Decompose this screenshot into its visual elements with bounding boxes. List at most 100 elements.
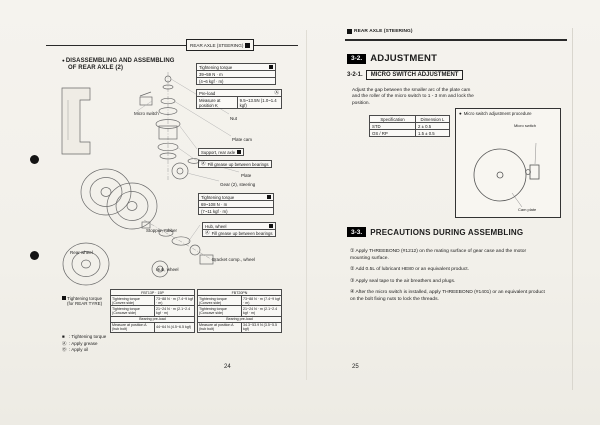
legend-text: : Tightening torque — [69, 334, 107, 339]
section-number-badge: 3-3. — [347, 227, 367, 237]
figure-title-text: Micro switch adjustment procedure — [463, 111, 532, 116]
torque-mid-value1: 69~108 N · m — [198, 200, 274, 208]
torque-mid-label: Tightening torque — [201, 194, 235, 200]
section-title: ADJUSTMENT — [370, 53, 438, 64]
chapter-marker-icon — [347, 29, 352, 34]
spec-table-fbt20pn: FBT20PN Tightening torque (Convex side) … — [197, 288, 282, 334]
support-label: Support, rear axle — [201, 149, 236, 155]
callout-rear-wheel: Rear wheel — [70, 250, 93, 255]
grease-label-2: Fill grease up between bearings — [211, 230, 273, 236]
spec-table-fbt13p: FBT13P · 15P Tightening torque (Convex s… — [110, 288, 195, 334]
diagram-parts — [61, 72, 217, 286]
tyre-note-line2: (for REAR TYRE) — [67, 301, 103, 307]
torque-top-value1: 39~59 N · m — [196, 70, 276, 78]
title-line1: DISASSEMBLING AND ASSEMBLING — [65, 58, 175, 64]
dimension-cell: 1.5 ± 0.5 — [415, 129, 450, 137]
legend-text: : Apply oil — [69, 347, 89, 353]
diagram-legend: ■ : Tightening torque Ⓐ: Apply grease Ⓞ: … — [62, 334, 106, 354]
apply-grease-icon: Ⓐ — [205, 229, 210, 235]
section-3-2-heading: 3-2. ADJUSTMENT — [347, 53, 437, 64]
bullet-icon: ● — [62, 58, 65, 63]
section-number-badge: 3-2. — [347, 53, 367, 64]
grease-callout-box-1: Ⓐ Fill grease up between bearings — [198, 160, 272, 168]
convex-label: Tightening torque (Convex side) — [110, 295, 155, 307]
preload-measure-label: Measure at position K — [196, 96, 238, 109]
callout-micro-switch: Micro switch — [134, 111, 159, 116]
hub-wheel-label: Hub, wheel — [205, 223, 227, 229]
adjustment-body-text: Adjust the gap between the smaller arc o… — [352, 88, 474, 106]
cam-plate-drawing — [473, 142, 540, 208]
preload-measure-value: 9.5~13.5N (1.0~1.4 kgf) — [236, 96, 283, 109]
tyre-torque-note: Tightening torque (for REAR TYRE) — [62, 296, 102, 307]
legend-text: : Apply grease — [69, 340, 98, 346]
callout-bracket-comp: Bracket comp., wheel — [212, 257, 256, 262]
concave-label: Tightening torque (Concave side) — [110, 305, 155, 317]
diagram-title: ●DISASSEMBLING AND ASSEMBLING OF REAR AX… — [62, 58, 175, 72]
page-number-right: 25 — [352, 364, 359, 370]
convex-value: 73~88 N · m (7.4~9 kgf · m) — [241, 295, 282, 307]
figure-label-micro-switch: Micro switch — [514, 123, 537, 128]
binder-hole — [30, 251, 39, 260]
left-header-rule — [46, 45, 298, 46]
tightening-torque-icon — [62, 296, 66, 300]
legend-item: Ⓐ: Apply grease — [62, 341, 106, 348]
preload-label: Pre-load — [199, 90, 216, 96]
callout-stopper-rubber: Stopper, rubber — [146, 228, 178, 233]
tightening-torque-icon: ■ — [62, 334, 65, 339]
figure-title: ● Micro switch adjustment procedure — [456, 109, 560, 116]
section-3-3-heading: 3-3. PRECAUTIONS DURING ASSEMBLING — [347, 227, 523, 237]
page-gutter — [306, 30, 307, 380]
torque-mid-value2: (7~11 kgf · m) — [198, 207, 274, 215]
torque-top-label: Tightening torque — [199, 64, 233, 70]
dimension-table-header: Specification — [369, 115, 416, 123]
left-header-label: REAR AXLE (STEERING) — [190, 42, 244, 48]
precaution-item: ② Add 0.5L of lubricant HE80 or an equiv… — [350, 267, 469, 273]
micro-switch-figure: ● Micro switch adjustment procedure Micr… — [455, 108, 561, 218]
tightening-torque-icon — [268, 224, 273, 228]
torque-table-mid: Tightening torque 69~108 N · m (7~11 kgf… — [198, 193, 274, 215]
concave-value: 21~24 N · m (2.1~2.4 kgf · m) — [241, 305, 282, 317]
apply-oil-icon: Ⓞ — [62, 347, 67, 353]
measure-value: 34.3~53.9 N (3.5~5.5 kgf) — [241, 321, 282, 334]
concave-label: Tightening torque (Concave side) — [197, 305, 242, 317]
tightening-torque-icon — [237, 150, 242, 154]
grease-label-1: Fill grease up between bearings — [207, 161, 269, 167]
precaution-item: ① Apply THREEBOND (#1212) on the mating … — [350, 249, 527, 261]
measure-label: Measure at position A (hub bolt) — [110, 321, 155, 334]
dimension-cell: 2 ± 0.5 — [415, 122, 450, 130]
preload-table: Pre-load Ⓐ Measure at position K 9.5~13.… — [196, 89, 283, 109]
apply-grease-icon: Ⓐ — [62, 340, 67, 346]
torque-top-value2: (4~6 kgf · m) — [196, 77, 276, 85]
legend-item: ■ : Tightening torque — [62, 334, 106, 341]
callout-plate: Plate — [241, 173, 252, 178]
measure-label: Measure at position A (hub bolt) — [197, 321, 242, 334]
page-number-left: 24 — [224, 364, 231, 370]
figure-label-cam-plate: Cam plate — [518, 207, 537, 212]
convex-label: Tightening torque (Convex side) — [197, 295, 242, 307]
precaution-item: ③ Apply seal tape to the air breathers a… — [350, 278, 456, 284]
measure-value: 44~64 N (4.5~6.5 kgf) — [154, 321, 195, 334]
dimension-cell: STD — [369, 122, 416, 130]
dimension-table-header: Dimension L — [415, 115, 450, 123]
tightening-torque-icon — [269, 65, 273, 69]
support-callout-box: Support, rear axle — [197, 148, 245, 156]
tyre-note-line1: Tightening torque — [67, 296, 103, 301]
bullet-icon: ● — [459, 111, 462, 116]
callout-nut: Nut — [230, 116, 238, 121]
dimension-cell: OS / RP — [369, 129, 416, 137]
apply-grease-icon: Ⓐ — [201, 160, 206, 166]
convex-value: 73~88 N · m (7.4~9 kgf · m) — [154, 295, 195, 307]
hub-wheel-callout-box: Hub, wheel Ⓐ Fill grease up between bear… — [202, 222, 276, 237]
right-header-label: REAR AXLE (STEERING) — [354, 29, 413, 34]
subsection-3-2-1-heading: 3-2-1. MICRO SWITCH ADJUSTMENT — [347, 70, 464, 80]
title-line2: OF REAR AXLE (2) — [68, 65, 124, 72]
dimension-table: Specification Dimension L STD 2 ± 0.5 OS… — [369, 115, 450, 137]
subsection-number: 3-2-1. — [347, 72, 363, 78]
legend-item: Ⓞ: Apply oil — [62, 347, 106, 354]
concave-value: 21~24 N · m (2.1~2.4 kgf · m) — [154, 305, 195, 317]
subsection-title-box: MICRO SWITCH ADJUSTMENT — [365, 70, 464, 80]
chapter-marker-icon — [245, 42, 251, 48]
section-title: PRECAUTIONS DURING ASSEMBLING — [370, 227, 524, 237]
precaution-item: ④ After the micro switch is installed, a… — [350, 290, 545, 303]
callout-gear-steering: Gear (2), steering — [220, 182, 256, 187]
